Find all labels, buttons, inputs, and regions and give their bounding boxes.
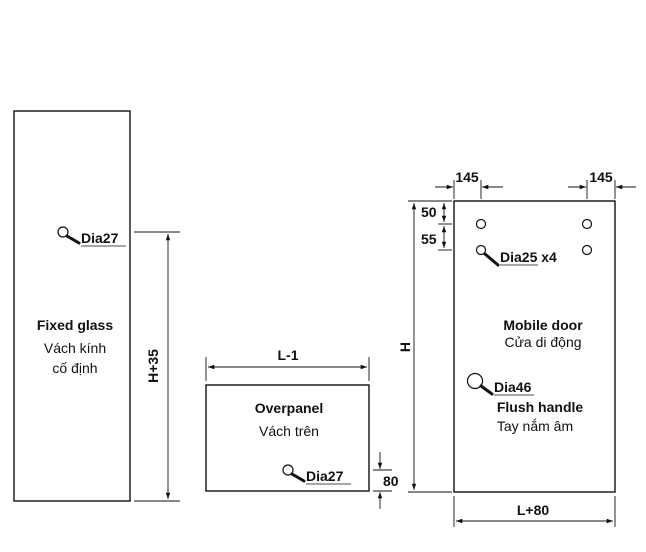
mobile-door-hole-icon xyxy=(475,218,487,230)
offset-label-145-right: 145 xyxy=(589,169,613,185)
fixed-glass-name-vi-2: cố định xyxy=(52,360,97,376)
fixed-glass-hole-leader xyxy=(65,234,81,245)
fixed-glass-panel: Dia27 Fixed glass Vách kính cố định xyxy=(13,110,131,502)
mobile-door-hole-icon xyxy=(475,244,487,256)
flush-handle-name-vi: Tay nắm âm xyxy=(497,418,573,434)
mobile-door-width-label: L+80 xyxy=(517,502,550,518)
mobile-door-holes-label: Dia25 x4 xyxy=(500,249,557,265)
flush-handle-leader xyxy=(479,384,494,396)
overpanel-hole-icon xyxy=(282,464,294,476)
mobile-door-name-en: Mobile door xyxy=(503,317,583,333)
overpanel-width-label: L-1 xyxy=(278,347,299,363)
mobile-door-panel: Dia25 x4 Mobile door Cửa di động Dia46 F… xyxy=(453,200,616,493)
flush-handle-name-en: Flush handle xyxy=(497,399,584,415)
offset-label-145-left: 145 xyxy=(455,169,479,185)
mobile-door-holes-leader xyxy=(483,252,500,267)
overpanel-offset-label: 80 xyxy=(383,473,399,489)
fixed-glass-hole-icon xyxy=(57,226,69,238)
fixed-glass-height-label: H+35 xyxy=(145,349,161,383)
fixed-glass-outline xyxy=(13,110,131,502)
mobile-door-vertical-offsets: 50 55 xyxy=(421,203,452,251)
overpanel-width-dimension: L-1 xyxy=(205,347,370,381)
flush-handle-hole-icon xyxy=(466,372,484,390)
overpanel-name-vi: Vách trên xyxy=(259,423,319,439)
mobile-door-hole-icon xyxy=(581,218,593,230)
flush-handle-dia-label: Dia46 xyxy=(494,379,532,395)
overpanel-offset-dimension: 80 xyxy=(373,452,399,509)
mobile-door-horizontal-offsets: 145 145 xyxy=(435,169,636,199)
offset-label-50: 50 xyxy=(421,204,437,220)
fixed-glass-hole-label: Dia27 xyxy=(81,230,119,246)
overpanel-panel: Overpanel Vách trên Dia27 xyxy=(205,384,370,492)
mobile-door-width-dimension: L+80 xyxy=(453,496,616,527)
mobile-door-name-vi: Cửa di động xyxy=(504,334,581,350)
offset-label-55: 55 xyxy=(421,231,437,247)
overpanel-name-en: Overpanel xyxy=(255,400,323,416)
mobile-door-height-label: H xyxy=(397,342,413,352)
mobile-door-hole-icon xyxy=(581,244,593,256)
overpanel-hole-label: Dia27 xyxy=(306,468,344,484)
fixed-glass-name-en: Fixed glass xyxy=(37,317,113,333)
fixed-glass-height-dimension: H+35 xyxy=(134,231,180,502)
mobile-door-height-dimension: H xyxy=(397,200,452,493)
fixed-glass-name-vi-1: Vách kính xyxy=(44,340,106,356)
overpanel-hole-leader xyxy=(290,472,306,483)
